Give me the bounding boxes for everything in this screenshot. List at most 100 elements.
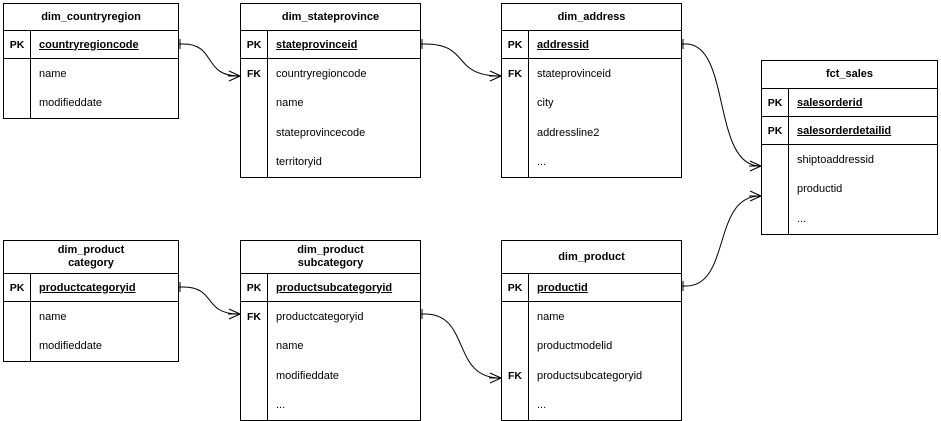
key-label (241, 332, 267, 362)
attribute-name: name (537, 310, 565, 323)
entity-title-dim_countryregion: dim_countryregion (4, 4, 178, 31)
key-label (241, 89, 267, 119)
entity-row-pk[interactable]: PK productcategoryid (4, 274, 178, 302)
key-label (502, 332, 528, 362)
key-label (241, 148, 267, 178)
crowsfoot-marker (228, 75, 241, 82)
crowsfoot-marker (228, 308, 241, 315)
attribute-name: countryregioncode (39, 38, 139, 51)
attribute-name: addressline2 (537, 126, 600, 139)
relationship-product-to-fctsales (679, 190, 762, 291)
entity-title-dim_product: dim_product (502, 241, 681, 274)
key-label: PK (241, 31, 268, 58)
entity-body-dim_product: FK name productmodelid productsubcategoryid… (502, 302, 681, 420)
key-label (762, 145, 788, 175)
attribute-name: ... (276, 399, 286, 412)
entity-row-pk[interactable]: PK salesorderid (762, 89, 937, 117)
attribute-name: salesorderid (797, 96, 863, 109)
attribute-name: name (39, 310, 67, 323)
attribute-name: productmodelid (537, 340, 613, 353)
key-label (502, 118, 528, 148)
relationship-address-to-fctsales (679, 39, 762, 172)
attribute-name: addressid (537, 38, 589, 51)
crowsfoot-marker (228, 313, 241, 320)
key-label: FK (247, 67, 261, 80)
entity-row-pk[interactable]: PK productsubcategoryid (241, 274, 420, 302)
attribute-name: countryregioncode (276, 67, 367, 80)
attribute-name: productcategoryid (39, 281, 136, 294)
key-label (502, 148, 528, 178)
attribute-name: productsubcategoryid (537, 369, 643, 382)
attribute-name: ... (537, 399, 547, 412)
key-label (4, 59, 30, 89)
relationship-stateprovince-to-address (418, 39, 502, 82)
key-label: PK (762, 89, 789, 116)
key-column: FK (241, 302, 268, 420)
attribute-name: productid (537, 281, 588, 294)
crowsfoot-marker (749, 190, 762, 197)
key-column: FK (502, 302, 529, 420)
attribute-column: name productmodelid productsubcategoryid..… (529, 302, 681, 420)
key-column: FK (241, 59, 268, 177)
attribute-name: modifieddate (276, 369, 339, 382)
relationship-productcategory-to-subcategory (176, 282, 241, 320)
crowsfoot-marker (228, 70, 241, 77)
entity-row-pk[interactable]: PK productid (502, 274, 681, 302)
crowsfoot-marker (489, 70, 502, 77)
key-label: FK (508, 369, 522, 382)
relationship-line (424, 313, 501, 379)
attribute-name: name (276, 97, 304, 110)
key-label: FK (247, 310, 261, 323)
attribute-name: salesorderdetailid (797, 124, 892, 137)
key-column (4, 302, 31, 361)
crowsfoot-marker (489, 75, 502, 82)
relationship-line (685, 43, 761, 167)
key-label (241, 391, 267, 421)
key-label (241, 118, 267, 148)
key-label: FK (508, 67, 522, 80)
attribute-name: stateprovinceid (537, 67, 611, 80)
key-label (4, 89, 30, 119)
entity-title-fct_sales: fct_sales (762, 61, 937, 89)
entity-title-dim_address: dim_address (502, 4, 681, 31)
attribute-name: productid (797, 183, 843, 196)
relationship-countryregion-to-stateprovince (176, 39, 241, 82)
key-column: FK (502, 59, 529, 177)
attribute-name: shiptoaddressid (797, 153, 875, 166)
key-label (762, 204, 788, 234)
attribute-name: productsubcategoryid (276, 281, 393, 294)
entity-title-dim_stateprovince: dim_stateprovince (241, 4, 420, 31)
key-label: PK (241, 274, 268, 301)
key-label (4, 302, 30, 332)
key-label: PK (4, 274, 31, 301)
crowsfoot-marker (489, 372, 502, 379)
key-label (502, 302, 528, 332)
entity-row-pk[interactable]: PK salesorderdetailid (762, 117, 937, 145)
crowsfoot-marker (749, 160, 762, 167)
key-label (241, 361, 267, 391)
key-label: PK (762, 117, 789, 144)
key-label: PK (502, 274, 529, 301)
relationship-line (424, 43, 501, 77)
relationship-line (685, 195, 761, 287)
